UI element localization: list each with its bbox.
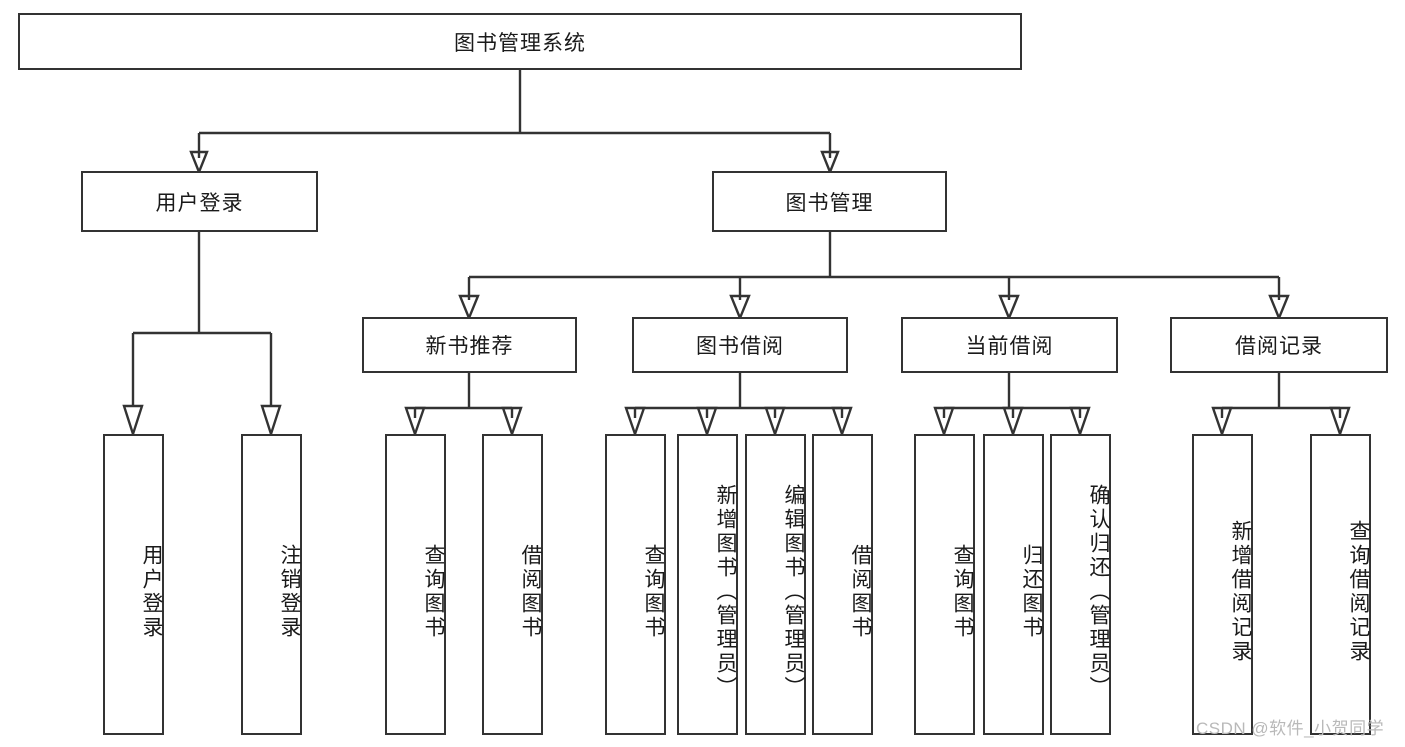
node-label: 归还图书	[1020, 543, 1043, 640]
node-book-borrow[interactable]: 图书借阅	[632, 317, 848, 373]
node-label: 图书管理	[785, 191, 874, 215]
leaf-query-borrow-record[interactable]: 查询借阅记录	[1310, 434, 1371, 735]
node-label: 新增借阅记录	[1229, 519, 1252, 664]
node-root-book-management-system[interactable]: 图书管理系统	[18, 13, 1022, 70]
node-label: 查询借阅记录	[1347, 519, 1370, 664]
node-label: 注销登录	[278, 543, 301, 640]
node-label: 用户登录	[155, 191, 244, 215]
leaf-borrow-book-new-rec[interactable]: 借阅图书	[482, 434, 543, 735]
leaf-borrow-book-borrow[interactable]: 借阅图书	[812, 434, 873, 735]
leaf-user-login[interactable]: 用户登录	[103, 434, 164, 735]
leaf-logout[interactable]: 注销登录	[241, 434, 302, 735]
watermark: CSDN @软件_小贺同学	[1196, 719, 1385, 738]
leaf-query-book-borrow[interactable]: 查询图书	[605, 434, 666, 735]
node-label: 查询图书	[642, 543, 665, 640]
node-label: 查询图书	[422, 543, 445, 640]
leaf-return-book[interactable]: 归还图书	[983, 434, 1044, 735]
node-label: 用户登录	[140, 543, 163, 640]
node-book-manage[interactable]: 图书管理	[712, 171, 947, 232]
leaf-edit-book-admin[interactable]: 编辑图书（管理员）	[745, 434, 806, 735]
node-label: 当前借阅	[965, 335, 1054, 358]
leaf-query-book-current[interactable]: 查询图书	[914, 434, 975, 735]
node-label: 查询图书	[951, 543, 974, 640]
node-label: 借阅图书	[519, 543, 542, 640]
leaf-add-borrow-record[interactable]: 新增借阅记录	[1192, 434, 1253, 735]
node-label: 新书推荐	[425, 335, 514, 358]
node-user-login[interactable]: 用户登录	[81, 171, 318, 232]
node-label: 图书管理系统	[454, 31, 586, 55]
node-label: 图书借阅	[696, 335, 784, 358]
node-label: 新增图书（管理员）	[714, 483, 737, 700]
node-borrow-record[interactable]: 借阅记录	[1170, 317, 1388, 373]
leaf-confirm-return-admin[interactable]: 确认归还（管理员）	[1050, 434, 1111, 735]
node-label: 借阅记录	[1235, 335, 1323, 358]
node-new-book-recommend[interactable]: 新书推荐	[362, 317, 577, 373]
leaf-add-book-admin[interactable]: 新增图书（管理员）	[677, 434, 738, 735]
node-current-borrow[interactable]: 当前借阅	[901, 317, 1118, 373]
leaf-query-book-new-rec[interactable]: 查询图书	[385, 434, 446, 735]
node-label: 借阅图书	[849, 543, 872, 640]
node-label: 确认归还（管理员）	[1087, 483, 1110, 700]
node-label: 编辑图书（管理员）	[782, 483, 805, 700]
